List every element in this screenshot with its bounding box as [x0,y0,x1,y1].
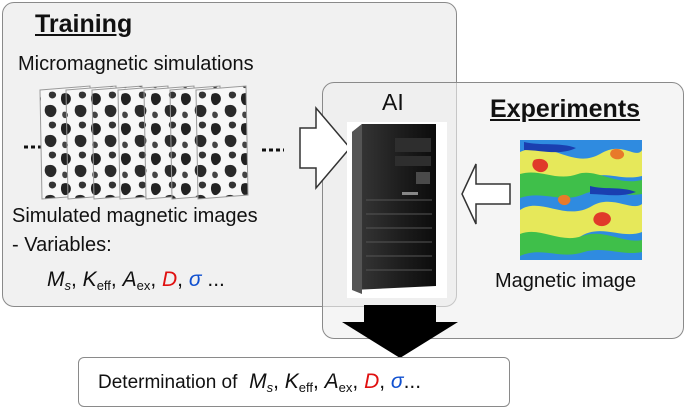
variables-list: Ms, Keff, Aex, D, σ ... [47,268,225,293]
heatmap-band-2 [520,201,642,246]
training-title: Training [35,10,133,38]
server-vents [366,199,432,271]
var-keff: K [82,268,97,291]
var-aex-sub: ex [136,278,151,293]
result-aex: A [324,370,339,393]
micromagnetic-simulations-label: Micromagnetic simulations [18,53,254,75]
sim-image-7 [195,85,249,200]
right-arrow [299,105,351,191]
result-ellipsis: ... [403,370,422,393]
result-keff: K [284,370,299,393]
var-ms: M [47,268,65,291]
experiments-title: Experiments [490,95,641,123]
magnetic-image-label: Magnetic image [495,270,637,292]
result-d: D [364,370,380,393]
simulation-image-stack [24,85,284,200]
server-panel [416,172,430,184]
ai-title: AI [382,89,404,115]
result-prefix: Determination of [98,372,238,393]
down-arrow [342,305,458,358]
server-bay-1 [395,138,431,152]
heatmap-hot-2 [593,212,611,227]
var-aex: A [122,268,137,291]
simulated-images-label: Simulated magnetic images [12,205,258,227]
var-ellipsis: ... [207,268,225,291]
heatmap-hot-3 [610,148,625,160]
server-slot [402,192,418,195]
heatmap-cold-2 [590,186,636,196]
result-keff-sub: eff [298,380,313,395]
result-ms: M [249,370,267,393]
result-box [78,357,510,407]
server-icon [347,122,447,298]
heatmap-cold-1 [524,142,576,153]
var-d: D [162,268,178,291]
variables-label: - Variables: [12,234,112,256]
left-arrow [461,163,511,225]
var-ms-sub: s [64,278,72,293]
result-aex-sub: ex [338,380,353,395]
heatmap-hot-1 [532,158,549,173]
result-text: Determination of Ms, Keff, Aex, D, σ... [98,370,422,395]
heatmap-band-4 [520,231,642,256]
var-keff-sub: eff [96,278,111,293]
result-ms-sub: s [266,380,274,395]
magnetic-image-heatmap [520,140,642,260]
result-sigma: σ [390,370,404,393]
heatmap-hot-4 [557,194,571,206]
server-side [352,124,362,294]
var-sigma: σ [188,268,202,291]
server-bay-2 [395,156,431,166]
